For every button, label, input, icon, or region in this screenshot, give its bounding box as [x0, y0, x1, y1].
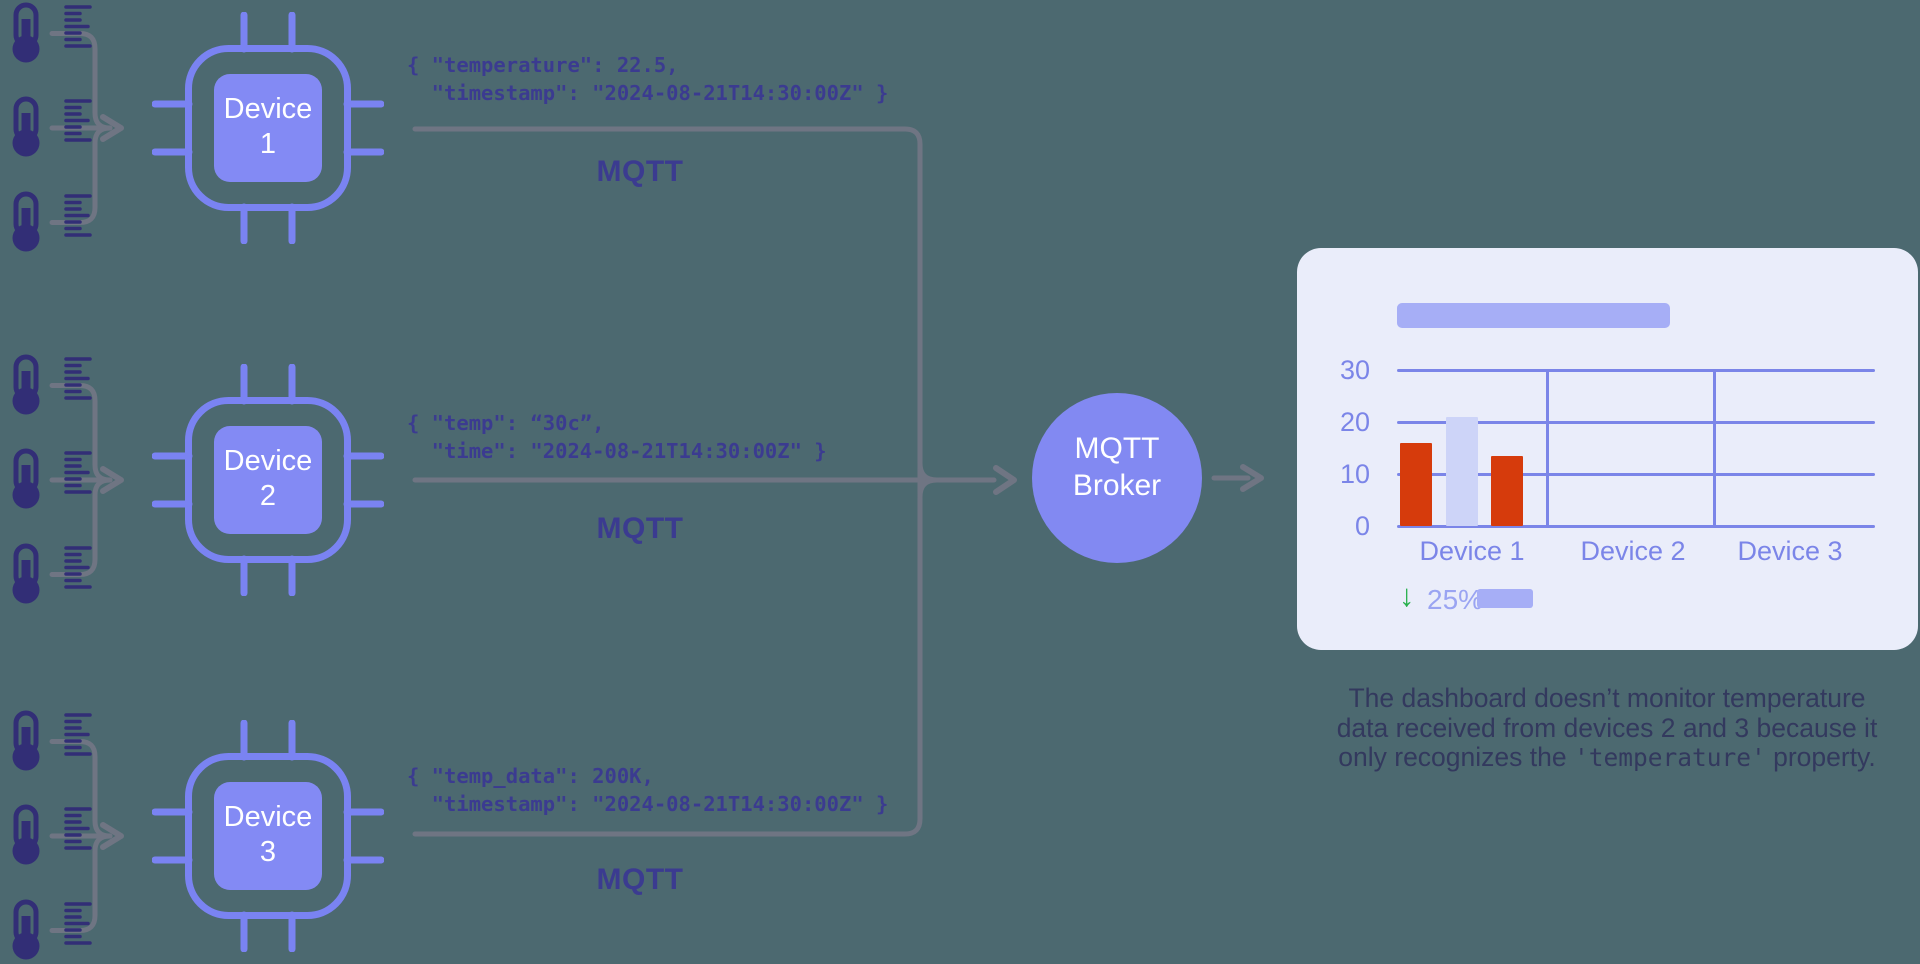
caption-line: data received from devices 2 and 3 becau…	[1336, 712, 1878, 743]
device-1-protocol-label: MQTT	[596, 155, 684, 188]
mqtt-broker-label: MQTT Broker	[1032, 393, 1202, 504]
thermometer-icon	[2, 804, 94, 867]
payload-line: { "temp": “30c”,	[407, 411, 605, 435]
x-axis-label-2: Device 2	[1580, 536, 1686, 566]
sensor-merge-arrow-1	[100, 114, 124, 142]
device-1-label: Device 1	[214, 92, 322, 166]
caption-text: The dashboard doesn’t monitor temperatur…	[1300, 683, 1914, 773]
device-label-word: Device	[223, 801, 313, 833]
junction-curve-bottom	[917, 477, 940, 500]
payload-line: "time": "2024-08-21T14:30:00Z" }	[407, 439, 827, 463]
device-label-number: 2	[259, 480, 277, 512]
x-axis-label-1: Device 1	[1419, 536, 1525, 566]
caption-segment: only recognizes the	[1338, 742, 1574, 772]
gridline-y-0	[1397, 524, 1875, 528]
device-2-payload: { "temp": “30c”, "time": "2024-08-21T14:…	[407, 409, 827, 465]
chart-title-placeholder	[1397, 303, 1670, 328]
x-axis-label-3: Device 3	[1737, 536, 1843, 566]
device-label-word: Device	[223, 93, 313, 125]
gridline-y-30	[1397, 368, 1875, 372]
device-1-payload: { "temperature": 22.5, "timestamp": "202…	[407, 51, 888, 107]
y-axis-label-10: 10	[1339, 459, 1370, 489]
payload-line: { "temp_data": 200K,	[407, 764, 654, 788]
gridline-x-2	[1712, 369, 1716, 528]
caption-code-segment: 'temperature'	[1573, 743, 1766, 772]
thermometer-icon	[2, 543, 94, 606]
payload-line: "timestamp": "2024-08-21T14:30:00Z" }	[407, 81, 889, 105]
device-3-label: Device 3	[214, 800, 322, 874]
device-3-protocol-label: MQTT	[596, 863, 684, 896]
y-axis-label-30: 30	[1339, 355, 1370, 385]
bar-red-reading-1	[1400, 442, 1432, 526]
thermometer-icon	[2, 96, 94, 159]
payload-line: { "temperature": 22.5,	[407, 53, 679, 77]
bar-red-reading-2	[1491, 455, 1523, 526]
y-axis-label-0: 0	[1354, 511, 1370, 541]
caption-segment: property.	[1765, 742, 1876, 772]
device-2-label: Device 2	[214, 444, 322, 518]
device-3-payload: { "temp_data": 200K, "timestamp": "2024-…	[407, 762, 888, 818]
broker-arrowhead-icon	[993, 465, 1017, 495]
device-label-word: Device	[223, 445, 313, 477]
broker-label-line2: Broker	[1072, 469, 1162, 502]
y-axis-label-20: 20	[1339, 407, 1370, 437]
sensor-merge-arrows	[49, 31, 124, 933]
payload-line: "timestamp": "2024-08-21T14:30:00Z" }	[407, 792, 889, 816]
thermometer-icon	[2, 448, 94, 511]
gridline-y-20	[1397, 420, 1875, 424]
trend-down-arrow-icon: ↓	[1399, 578, 1415, 613]
thermometer-icon	[2, 2, 94, 65]
thermometer-icon	[2, 354, 94, 417]
thermometer-icon	[2, 191, 94, 254]
device-label-number: 3	[259, 836, 277, 868]
dashboard-arrowhead-icon	[1240, 464, 1264, 492]
thermometer-icon	[2, 710, 94, 773]
device-label-number: 1	[259, 128, 277, 160]
trend-percentage: 25%	[1427, 584, 1484, 615]
sensor-merge-arrow-2	[100, 466, 124, 494]
caption-line: only recognizes the 'temperature' proper…	[1300, 742, 1914, 773]
broker-label-line1: MQTT	[1074, 432, 1160, 465]
caption-line: The dashboard doesn’t monitor temperatur…	[1348, 683, 1866, 713]
trend-label-placeholder	[1477, 589, 1533, 608]
bar-highlight-reading	[1446, 416, 1478, 526]
junction-curve-top	[917, 460, 940, 483]
gridline-y-10	[1397, 472, 1875, 476]
sensor-merge-arrow-3	[100, 822, 124, 850]
gridline-x-1	[1545, 369, 1549, 528]
mqtt-broker-node: MQTT Broker	[1032, 393, 1202, 563]
device-2-protocol-label: MQTT	[596, 512, 684, 545]
thermometer-icon	[2, 899, 94, 962]
